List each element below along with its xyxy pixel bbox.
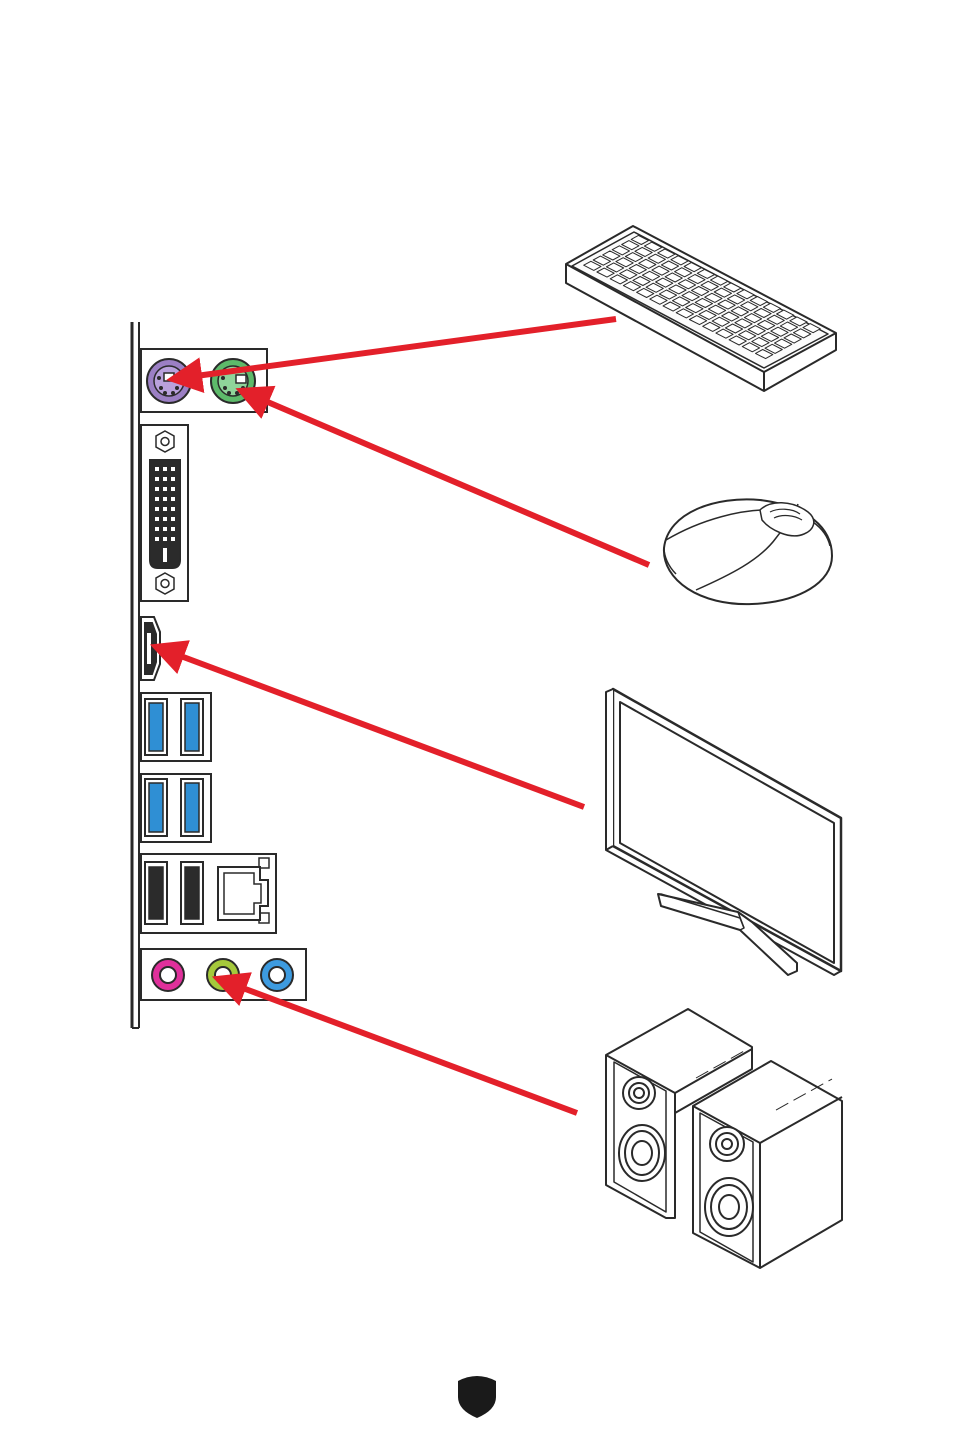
- dvi-pin: [171, 467, 175, 471]
- ps2-keyboard-port: [147, 359, 191, 403]
- dvi-pin: [171, 527, 175, 531]
- hdmi-port: [141, 617, 160, 680]
- usb2-lan-ports: [141, 854, 276, 933]
- dvi-pin: [155, 467, 159, 471]
- speakers-icon: [606, 1009, 842, 1268]
- dvi-pin: [155, 507, 159, 511]
- dvi-pin: [155, 487, 159, 491]
- ps2-ports: [141, 349, 267, 412]
- arrow-mouse-to-ps2: [263, 400, 649, 565]
- shield-icon: [458, 1376, 496, 1418]
- usb3-ports-upper: [141, 693, 211, 761]
- dvi-pin: [163, 467, 167, 471]
- monitor-icon: [606, 689, 841, 975]
- io-panel: [132, 322, 306, 1028]
- dvi-pin: [155, 477, 159, 481]
- dvi-pin: [163, 477, 167, 481]
- mouse-icon: [664, 499, 832, 604]
- dvi-pin: [163, 537, 167, 541]
- dvi-port: [141, 425, 188, 601]
- dvi-pin: [171, 477, 175, 481]
- dvi-pin: [171, 517, 175, 521]
- ps2-mouse-port: [211, 359, 255, 403]
- usb3-ports-lower: [141, 774, 211, 842]
- dvi-pin: [163, 487, 167, 491]
- dvi-pin: [155, 517, 159, 521]
- audio-line-in: [152, 959, 184, 991]
- dvi-pin: [171, 537, 175, 541]
- arrow-keyboard-to-ps2: [196, 319, 616, 376]
- dvi-pin: [163, 517, 167, 521]
- dvi-pin: [171, 497, 175, 501]
- keyboard-icon: [566, 226, 836, 391]
- dvi-pin: [163, 507, 167, 511]
- dvi-pin: [163, 497, 167, 501]
- dvi-pin: [155, 537, 159, 541]
- dvi-pin: [155, 497, 159, 501]
- dvi-pin: [155, 527, 159, 531]
- lan-port: [218, 858, 269, 923]
- audio-jacks: [141, 949, 306, 1000]
- audio-mic: [261, 959, 293, 991]
- arrow-speakers-to-audio: [240, 987, 577, 1113]
- dvi-pin: [171, 507, 175, 511]
- audio-line-out: [207, 959, 239, 991]
- dvi-pin: [171, 487, 175, 491]
- dvi-pin: [163, 527, 167, 531]
- arrow-monitor-to-hdmi: [178, 655, 584, 807]
